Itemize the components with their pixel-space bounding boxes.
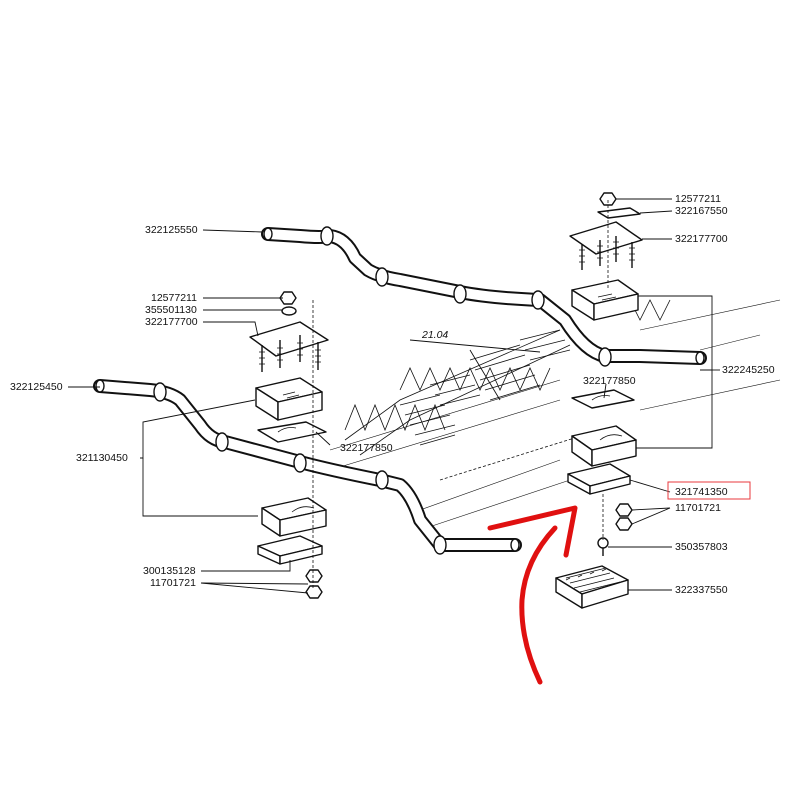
lower-bracket-right-icon [571,425,637,467]
label-highlighted-part[interactable]: 321741350 [675,486,728,498]
spacer-left-icon [257,535,323,565]
label-clamp-left[interactable]: 322177850 [340,442,393,454]
label-bolt-right[interactable]: 350357803 [675,541,728,553]
left-clamp-assembly [249,291,329,599]
label-plate-right[interactable]: 322167550 [675,205,728,217]
spring-assembly [344,299,671,456]
nut-right-lower-icon [615,503,633,517]
label-front-bar[interactable]: 322125450 [10,381,63,393]
label-bracket-right[interactable]: 322245250 [722,364,775,376]
label-nut-right[interactable]: 12577211 [675,193,721,205]
nut-bottom-left-icon [305,569,323,583]
highlighted-spacer-icon[interactable] [567,463,631,495]
clamp-plate-right-icon [571,389,635,409]
label-ubolt-right[interactable]: 322177700 [675,233,728,245]
clamp-plate-left-icon [257,421,327,443]
part-labels: 322125550 322125450 12577211 355501130 3… [10,193,775,596]
nut-right-icon [599,192,617,206]
label-bracket-left[interactable]: 321130450 [76,452,128,464]
washer-left-icon [281,306,297,316]
label-spacer-left[interactable]: 300135128 [143,565,196,577]
highlight-box [667,481,751,500]
ubolt-left-icon [249,321,329,372]
label-ref-section: 21.04 [421,329,448,341]
leader-lines [68,198,720,594]
label-pad-right[interactable]: 322337550 [675,584,728,596]
plate-right-icon [597,207,641,219]
label-nut-left[interactable]: 12577211 [151,292,197,304]
rubber-pad-right-icon [555,565,629,609]
upper-clamp-left-icon [255,377,323,421]
ubolt-right-icon [569,221,643,270]
right-clamp-assembly [555,192,643,609]
spring-coils [399,329,571,446]
label-washer-left[interactable]: 355501130 [145,304,197,316]
rear-stabilizer-bar [261,226,707,367]
label-rear-bar[interactable]: 322125550 [145,224,198,236]
label-nut-right-lower[interactable]: 11701721 [675,502,721,514]
red-arrow-annotation [487,505,578,685]
lower-bracket-left-icon [261,497,327,537]
label-nut-bottom-left[interactable]: 11701721 [150,577,196,589]
label-clamp-right[interactable]: 322177850 [583,375,636,387]
front-stabilizer-bar [93,379,522,555]
bolt-right-icon [597,537,609,556]
label-ubolt-left[interactable]: 322177700 [145,316,198,328]
upper-clamp-right-icon [571,279,639,321]
